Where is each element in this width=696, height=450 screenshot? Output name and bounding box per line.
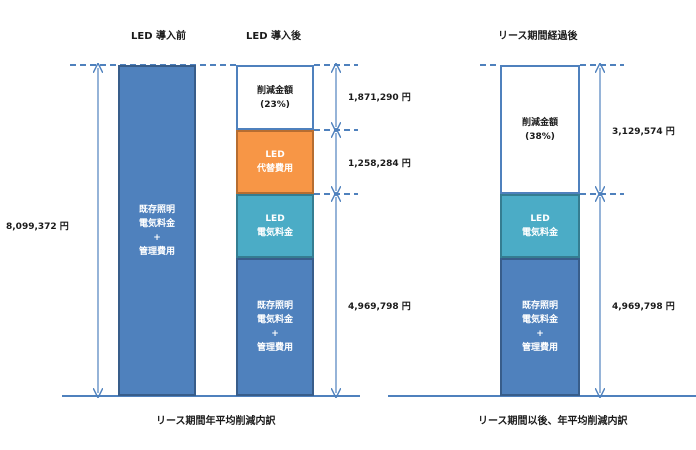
value-after-led-cost: 1,258,284 円 (348, 159, 411, 169)
bar-after-led-cost: LED 代替費用 (236, 130, 314, 194)
caption-right: リース期間以後、年平均削減内訳 (478, 416, 628, 427)
bar-lease-existing-label: 既存照明 電気料金 + 管理費用 (521, 301, 558, 353)
bar-lease-savings-label: 削減金額 (38%) (521, 117, 558, 142)
bar-lease-savings: 削減金額 (38%) (500, 65, 580, 194)
bar-after-led-power-label: LED 電気料金 (256, 214, 293, 238)
bar-lease-led-power: LED 電気料金 (500, 194, 580, 258)
value-after-existing: 4,969,798 円 (348, 302, 411, 312)
caption-left: リース期間年平均削減内訳 (156, 416, 276, 427)
bar-after-led-cost-label: LED 代替費用 (256, 150, 293, 174)
value-lease-existing: 4,969,798 円 (612, 302, 675, 312)
value-after-savings: 1,871,290 円 (348, 93, 411, 103)
bar-after-savings-label: 削減金額 (23%) (256, 85, 293, 110)
bar-after-existing: 既存照明 電気料金 + 管理費用 (236, 258, 314, 396)
value-before-total: 8,099,372 円 (6, 222, 69, 232)
bar-after-savings: 削減金額 (23%) (236, 65, 314, 130)
bar-before-total-label: 既存照明 電気料金 + 管理費用 (138, 204, 175, 257)
bar-lease-existing: 既存照明 電気料金 + 管理費用 (500, 258, 580, 396)
value-lease-savings: 3,129,574 円 (612, 127, 675, 137)
column-title-before: LED 導入前 (131, 31, 186, 42)
bar-after-existing-label: 既存照明 電気料金 + 管理費用 (256, 301, 293, 353)
bar-after-led-power: LED 電気料金 (236, 194, 314, 258)
bar-lease-led-power-label: LED 電気料金 (521, 214, 558, 238)
bar-before-total: 既存照明 電気料金 + 管理費用 (118, 65, 196, 396)
column-title-lease-end: リース期間経過後 (498, 31, 578, 42)
column-title-after: LED 導入後 (246, 31, 301, 42)
